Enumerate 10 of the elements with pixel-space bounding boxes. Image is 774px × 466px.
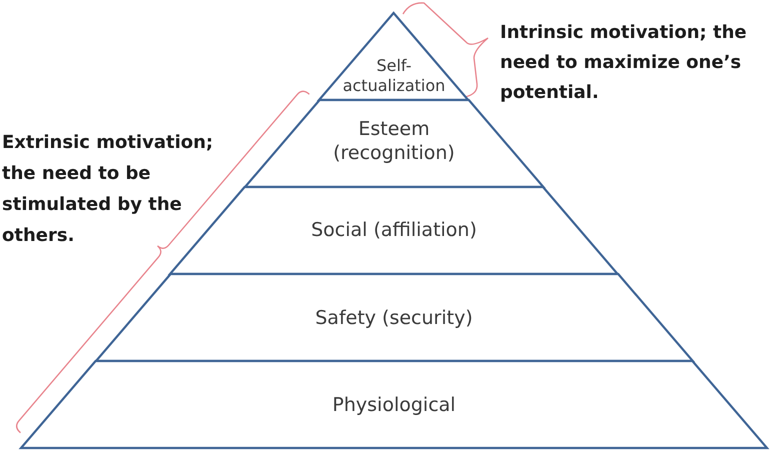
pyramid-tier: [318, 12, 470, 101]
tier-label: Social (affiliation): [311, 218, 477, 242]
tier-label: Safety (security): [315, 306, 473, 330]
tier-label: Esteem (recognition): [332, 117, 456, 165]
pyramid-tier: [94, 273, 694, 362]
tier-label: Physiological: [332, 393, 456, 417]
annotation-text: Extrinsic motivation; the need to be stimulated by the others.: [2, 131, 214, 248]
pyramid-tier: [20, 360, 768, 449]
tier-label: Self-actualization: [342, 56, 446, 96]
annotation-text: Intrinsic motivation; the need to maximize one’s potential.: [500, 21, 748, 105]
